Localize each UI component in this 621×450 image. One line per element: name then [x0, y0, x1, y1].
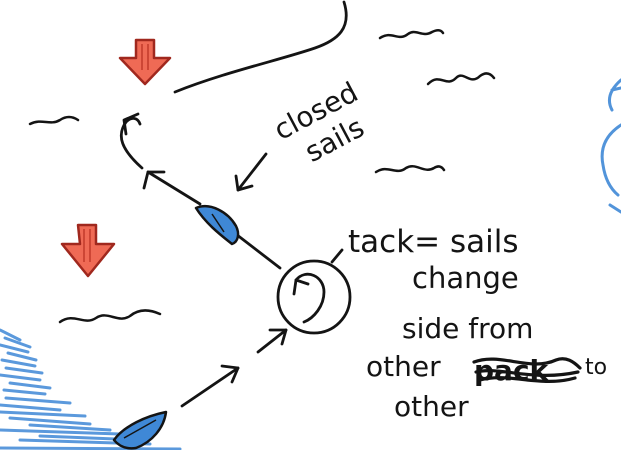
water-right — [602, 80, 621, 212]
down-arrow-icon — [120, 40, 170, 84]
tack-definition: tack= sails change side from other to ot… — [348, 224, 607, 423]
tack-definition-line-1: tack= sails — [348, 224, 519, 260]
pointer-arrow — [236, 154, 266, 190]
scribbled-word: pack — [474, 354, 580, 387]
closed-sails-label: closed sails — [268, 75, 379, 176]
tack-definition-line-4: other — [366, 350, 441, 383]
tack-definition-line-3: side from — [402, 312, 533, 345]
circled-turn-icon — [278, 250, 350, 333]
down-arrow-icon — [62, 225, 114, 276]
sailboat-icon — [196, 206, 238, 244]
tack-definition-line-6: other — [394, 390, 469, 423]
route-line-top — [175, 2, 346, 92]
tack-definition-line-2: change — [412, 261, 519, 295]
tack-definition-line-5: to — [585, 355, 607, 380]
sailboat-icon — [114, 412, 166, 448]
